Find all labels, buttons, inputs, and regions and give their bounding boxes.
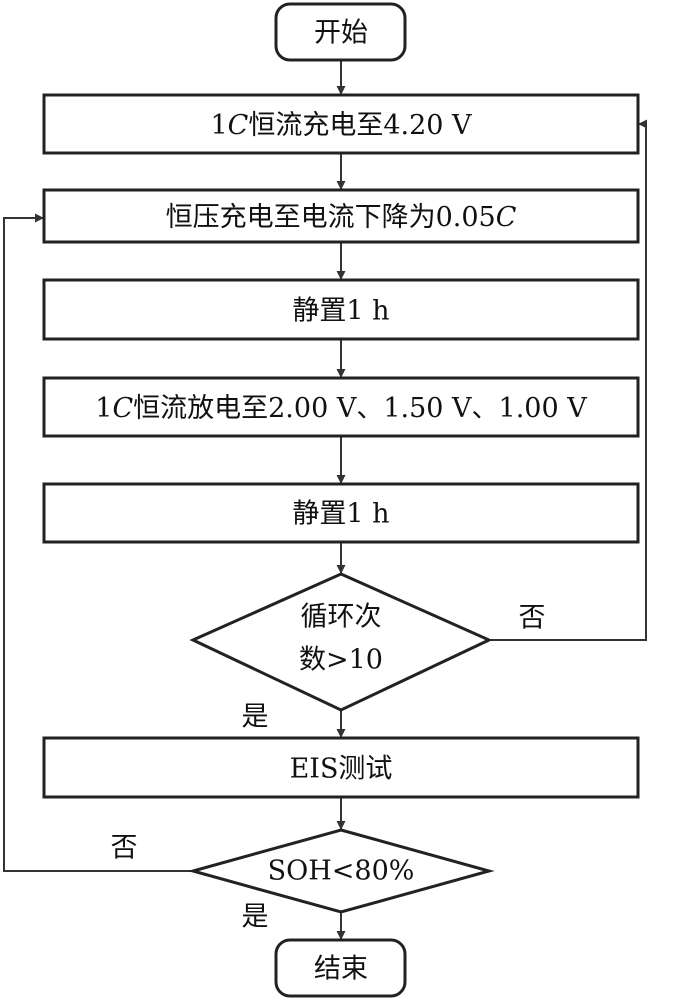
charge-cv-step: 恒压充电至电流下降为0.05C <box>42 188 640 244</box>
soh-yes-label: 是 <box>242 902 269 933</box>
soh-check-label: SOH<80% <box>268 856 415 887</box>
end-label: 结束 <box>314 954 368 985</box>
charge-cc-label: 1C恒流充电至4.20 V <box>210 110 472 141</box>
discharge-step: 1C恒流放电至2.00 V、1.50 V、1.00 V <box>42 376 640 438</box>
cycle-no-label: 否 <box>519 603 546 634</box>
start-label: 开始 <box>314 18 368 49</box>
discharge-label: 1C恒流放电至2.00 V、1.50 V、1.00 V <box>95 393 587 424</box>
end-node: 结束 <box>274 938 407 998</box>
rest-step-1: 静置1 h <box>42 278 640 341</box>
loop-soh-check-no <box>3 213 193 872</box>
cycle-yes-label: 是 <box>242 702 269 733</box>
cycle-check-line-1: 循环次 <box>301 602 382 633</box>
charge-cv-label: 恒压充电至电流下降为0.05C <box>166 202 517 233</box>
eis-label: EIS测试 <box>290 754 393 785</box>
loop-cycle-check-no <box>489 119 647 641</box>
rest-1-label: 静置1 h <box>292 296 389 327</box>
charge-cc-step: 1C恒流充电至4.20 V <box>42 93 640 155</box>
cycle-count-decision: 循环次 数>10 <box>189 572 493 712</box>
rest-step-2: 静置1 h <box>42 482 640 544</box>
cycle-check-line-2: 数>10 <box>299 645 383 676</box>
start-node: 开始 <box>274 2 407 62</box>
rest-2-label: 静置1 h <box>292 499 389 530</box>
soh-decision: SOH<80% <box>187 828 495 914</box>
eis-test-step: EIS测试 <box>42 736 640 799</box>
soh-no-label: 否 <box>111 833 138 864</box>
